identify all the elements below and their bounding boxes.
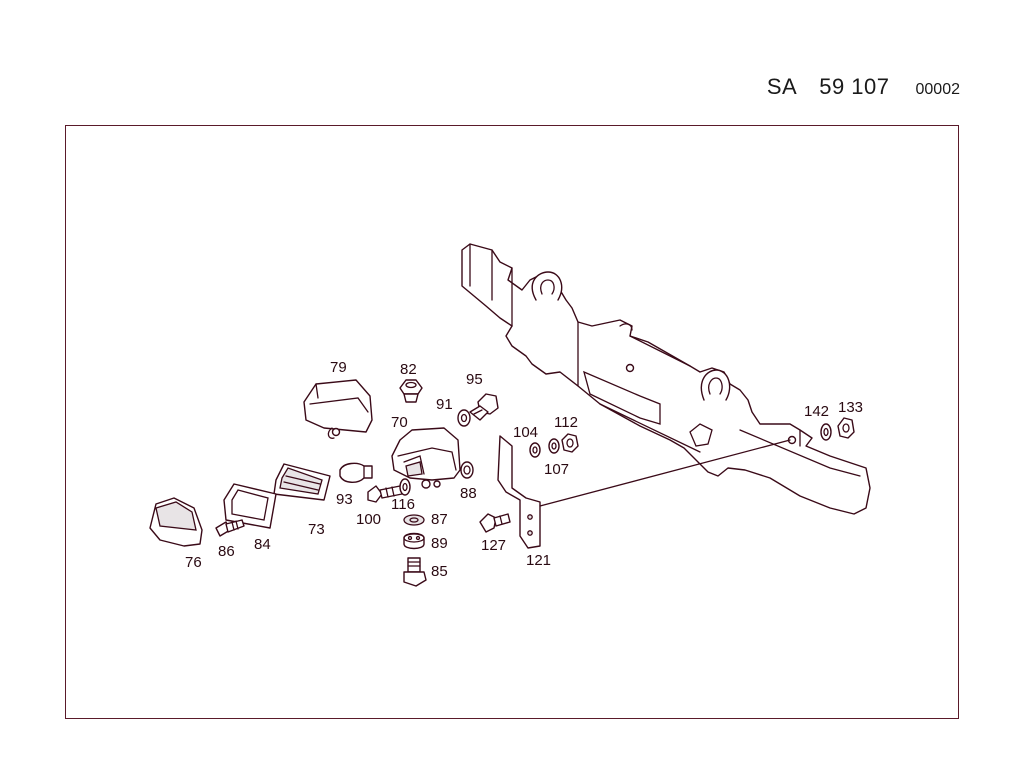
callout-93: 93 bbox=[336, 491, 353, 508]
callout-88: 88 bbox=[460, 485, 477, 502]
grommet-82 bbox=[399, 379, 423, 403]
washer-142 bbox=[820, 423, 832, 441]
washer-116 bbox=[399, 478, 411, 496]
callout-86: 86 bbox=[218, 543, 235, 560]
callout-112: 112 bbox=[554, 414, 578, 431]
callout-104: 104 bbox=[513, 424, 538, 441]
mounting-bracket bbox=[497, 435, 791, 549]
lens-73 bbox=[273, 463, 331, 501]
grommet-89 bbox=[403, 532, 425, 550]
callout-107: 107 bbox=[544, 461, 569, 478]
callout-76: 76 bbox=[185, 554, 202, 571]
washer-104 bbox=[529, 442, 541, 458]
callout-89: 89 bbox=[431, 535, 448, 552]
lamp-housing-70 bbox=[391, 427, 461, 489]
callout-121: 121 bbox=[526, 552, 551, 569]
sheet-code: 00002 bbox=[915, 81, 961, 98]
screw-86 bbox=[215, 519, 245, 537]
callout-127: 127 bbox=[481, 537, 506, 554]
callout-100: 100 bbox=[356, 511, 381, 528]
callout-133: 133 bbox=[838, 399, 863, 416]
callout-70: 70 bbox=[391, 414, 408, 431]
diagram-frame bbox=[65, 125, 959, 719]
tow-bar-assembly bbox=[461, 243, 871, 515]
callout-91: 91 bbox=[436, 396, 453, 413]
group-prefix: SA bbox=[766, 74, 798, 99]
callout-85: 85 bbox=[431, 563, 448, 580]
grommet-88 bbox=[460, 461, 474, 479]
callout-116: 116 bbox=[391, 496, 415, 513]
callout-82: 82 bbox=[400, 361, 417, 378]
nut-133 bbox=[837, 417, 855, 439]
callout-87: 87 bbox=[431, 511, 448, 528]
lock-washer-107 bbox=[548, 438, 560, 454]
group-number: 59 107 bbox=[819, 74, 890, 99]
callout-84: 84 bbox=[254, 536, 271, 553]
callout-labels: 79 82 95 91 70 104 112 107 142 133 93 88… bbox=[185, 359, 863, 580]
screw-100 bbox=[367, 485, 403, 503]
washer-87 bbox=[403, 514, 425, 526]
callout-79: 79 bbox=[330, 359, 347, 376]
bolt-95 bbox=[469, 393, 499, 421]
bulb-93 bbox=[339, 462, 373, 483]
lamp-housing-79 bbox=[303, 379, 373, 439]
lamp-cover-76 bbox=[149, 497, 203, 547]
callout-73: 73 bbox=[308, 521, 325, 538]
washer-91 bbox=[457, 409, 471, 427]
bolt-127 bbox=[479, 513, 511, 533]
nut-112 bbox=[561, 433, 579, 453]
callout-95: 95 bbox=[466, 371, 483, 388]
callout-142: 142 bbox=[804, 403, 829, 420]
diagram-header: SA 59 107 00002 bbox=[767, 74, 960, 100]
plug-85 bbox=[403, 557, 427, 587]
gasket-84 bbox=[223, 483, 277, 529]
